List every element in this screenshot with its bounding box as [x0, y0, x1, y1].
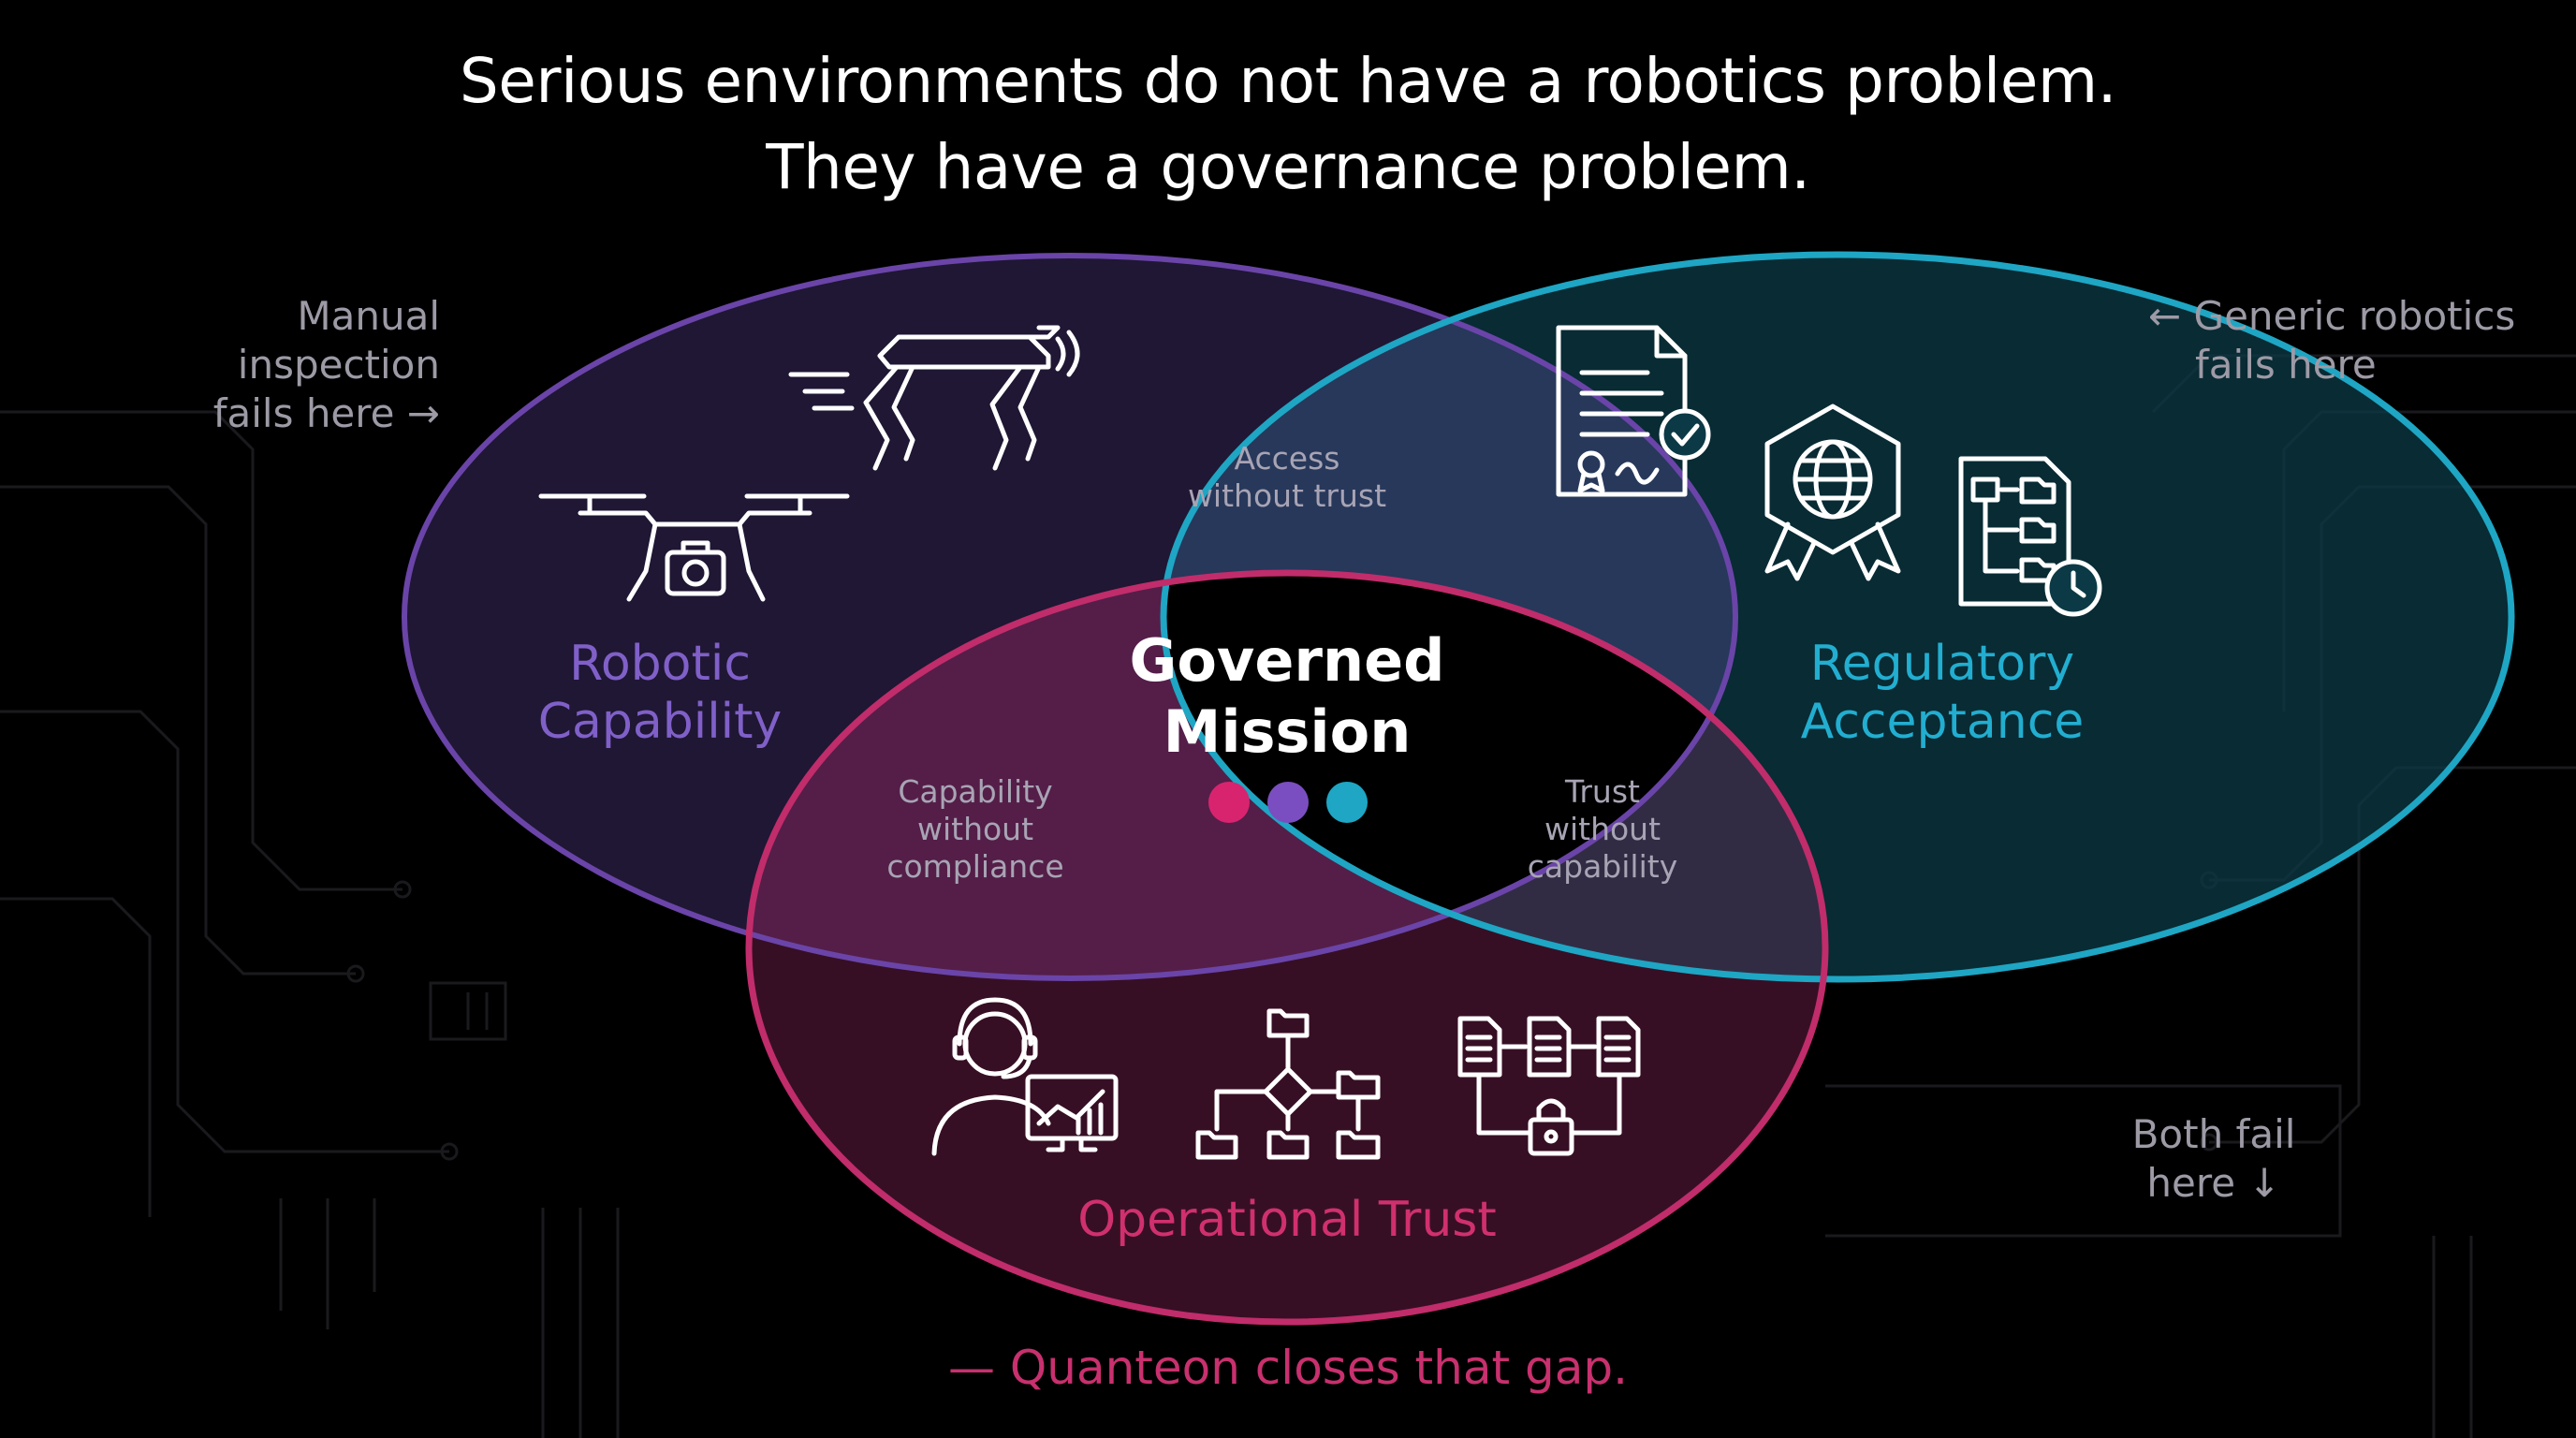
generic-robotics-note-line-2: fails here [2195, 342, 2377, 388]
operator-headset-icon [931, 997, 1119, 1156]
robotic-capability-label-line-1: Robotic [569, 636, 751, 692]
both-fail-note: Both fail here ↓ [2106, 1110, 2321, 1208]
governed-mission-title: Governed Mission [1053, 625, 1521, 768]
both-fail-note-line-1: Both fail [2131, 1111, 2296, 1157]
regulatory-acceptance-circle [1160, 251, 2515, 983]
quanteon-tagline: — Quanteon closes that gap. [948, 1341, 1628, 1395]
trust-without-capability-label: Trust without capability [1462, 773, 1743, 886]
magenta-dot [1208, 782, 1250, 823]
access-without-trust-label: Access without trust [1147, 440, 1427, 515]
headline-line-1: Serious environments do not have a robot… [459, 45, 2117, 117]
quadruped-robot-icon [788, 325, 1080, 471]
access-without-trust-line-2: without trust [1187, 477, 1387, 514]
regulatory-acceptance-label-line-2: Acceptance [1800, 694, 2085, 750]
drone-icon [538, 493, 850, 602]
trust-without-capability-line-2: without [1544, 811, 1661, 847]
headline-line-2: They have a governance problem. [766, 131, 1810, 203]
manual-inspection-note-line-2: fails here → [212, 390, 440, 436]
access-without-trust-line-1: Access [1234, 440, 1340, 477]
certified-document-icon [1556, 325, 1711, 497]
manual-inspection-note: Manual inspection fails here → [84, 292, 440, 438]
governed-mission-line-1: Governed [1129, 626, 1445, 695]
capability-without-compliance-label: Capability without compliance [835, 773, 1116, 886]
generic-robotics-note-line-1: ← Generic robotics [2148, 293, 2516, 339]
robotic-capability-circle [402, 253, 1738, 981]
manual-inspection-note-line-1: Manual inspection [237, 293, 440, 388]
trust-without-capability-line-3: capability [1527, 848, 1678, 885]
generic-robotics-note: ← Generic robotics fails here [2148, 292, 2541, 389]
regulatory-acceptance-label: Regulatory Acceptance [1755, 635, 2130, 751]
workflow-document-clock-icon [1958, 456, 2102, 617]
cyan-dot [1326, 782, 1368, 823]
locked-document-chain-icon [1457, 1016, 1641, 1156]
capability-without-compliance-line-3: compliance [886, 848, 1064, 885]
capability-without-compliance-line-1: Capability [898, 773, 1053, 810]
globe-badge-icon [1764, 404, 1901, 581]
robotic-capability-label: Robotic Capability [473, 635, 847, 751]
operational-trust-circle [745, 569, 1829, 1326]
both-fail-note-line-2: here ↓ [2146, 1160, 2281, 1206]
governed-mission-line-2: Mission [1163, 697, 1412, 766]
capability-without-compliance-line-2: without [916, 811, 1034, 847]
regulatory-acceptance-label-line-1: Regulatory [1809, 636, 2075, 692]
robotic-capability-label-line-2: Capability [537, 694, 783, 750]
trust-without-capability-line-1: Trust [1565, 773, 1640, 810]
purple-dot [1267, 782, 1309, 823]
process-flow-icon [1195, 1008, 1381, 1160]
operational-trust-label: Operational Trust [1077, 1192, 1497, 1248]
